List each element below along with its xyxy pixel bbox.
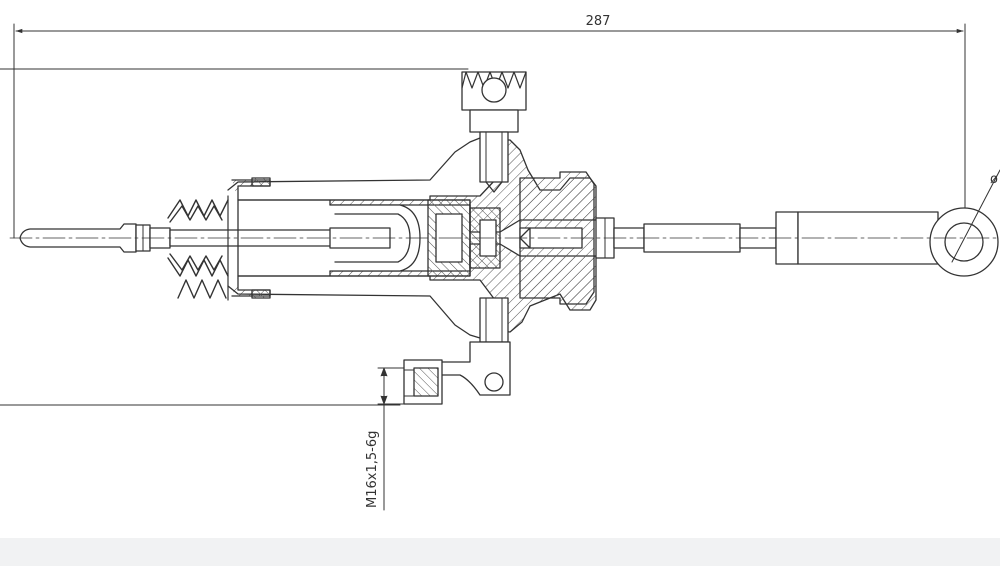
thread-spec-label: M16x1,5-6g	[365, 431, 380, 508]
output-rod	[595, 169, 1000, 277]
outlet-fitting	[403, 297, 511, 405]
footer-strip	[0, 538, 1000, 566]
dust-boot	[167, 195, 229, 301]
bleed-nipple	[461, 71, 527, 193]
diameter-mark-label: ø	[990, 172, 998, 187]
thread-dimension	[377, 367, 405, 511]
overall-length-label: 287	[586, 14, 611, 29]
overall-length-dimension	[13, 23, 966, 239]
